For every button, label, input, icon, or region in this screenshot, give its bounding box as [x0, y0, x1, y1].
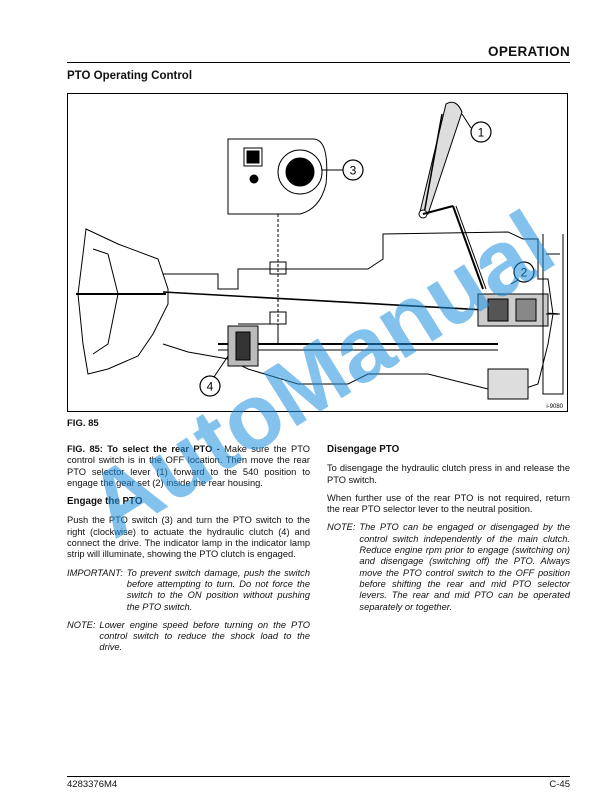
- intro-paragraph: FIG. 85: To select the rear PTO - Make s…: [67, 444, 310, 489]
- figure-ref-code: i-9080: [546, 404, 563, 410]
- svg-text:4: 4: [207, 380, 214, 394]
- left-column: FIG. 85: To select the rear PTO - Make s…: [67, 444, 310, 661]
- lower-speed-note: NOTE: Lower engine speed before turning …: [67, 620, 310, 654]
- svg-text:1: 1: [478, 126, 485, 140]
- engage-heading: Engage the PTO: [67, 496, 143, 508]
- right-column: Disengage PTO To disengage the hydraulic…: [327, 444, 570, 620]
- pto-diagram-figure: 1 2 3 4 i-9080: [67, 93, 568, 412]
- callout-3: 3: [322, 159, 364, 181]
- disengage-body: To disengage the hydraulic clutch press …: [327, 463, 570, 485]
- intro-lead: FIG. 85: To select the rear PTO -: [67, 444, 225, 454]
- note-label: NOTE:: [67, 619, 96, 630]
- svg-text:3: 3: [350, 164, 357, 178]
- figure-label: FIG. 85: [67, 418, 99, 429]
- intro-body: Make sure the PTO control switch is in t…: [67, 444, 310, 488]
- page-number: C-45: [549, 779, 570, 790]
- callout-1: 1: [461, 113, 492, 143]
- note-text-right: The PTO can be engaged or disengaged by …: [359, 522, 570, 612]
- disengage-heading: Disengage PTO: [327, 444, 400, 455]
- further-use-body: When further use of the rear PTO is not …: [327, 492, 570, 515]
- note-text: Lower engine speed before turning on the…: [99, 619, 310, 653]
- pto-switch-square: [243, 147, 263, 167]
- control-panel: [227, 138, 328, 215]
- callout-2: 2: [510, 261, 535, 285]
- svg-text:2: 2: [521, 266, 528, 280]
- footer-rule: [67, 776, 570, 777]
- header-rule: [67, 62, 570, 63]
- independent-note: NOTE: The PTO can be engaged or disengag…: [327, 522, 570, 612]
- pto-diagram: 1 2 3 4 i-9080: [76, 101, 564, 410]
- engage-body: Push the PTO switch (3) and turn the PTO…: [67, 515, 310, 560]
- important-text: To prevent switch damage, push the switc…: [126, 567, 310, 612]
- important-label: IMPORTANT:: [67, 567, 123, 578]
- important-note: IMPORTANT: To prevent switch damage, pus…: [67, 568, 310, 613]
- page-title: PTO Operating Control: [67, 70, 193, 82]
- pto-knob: [277, 149, 323, 195]
- doc-number: 4283376M4: [67, 779, 118, 790]
- callout-4: 4: [199, 355, 229, 397]
- note-label-right: NOTE:: [327, 522, 356, 533]
- section-header: OPERATION: [488, 44, 570, 59]
- indicator-icon: [249, 174, 259, 184]
- selector-lever-handle: [419, 101, 463, 215]
- front-housing: [77, 228, 169, 375]
- rear-housing: [162, 231, 554, 395]
